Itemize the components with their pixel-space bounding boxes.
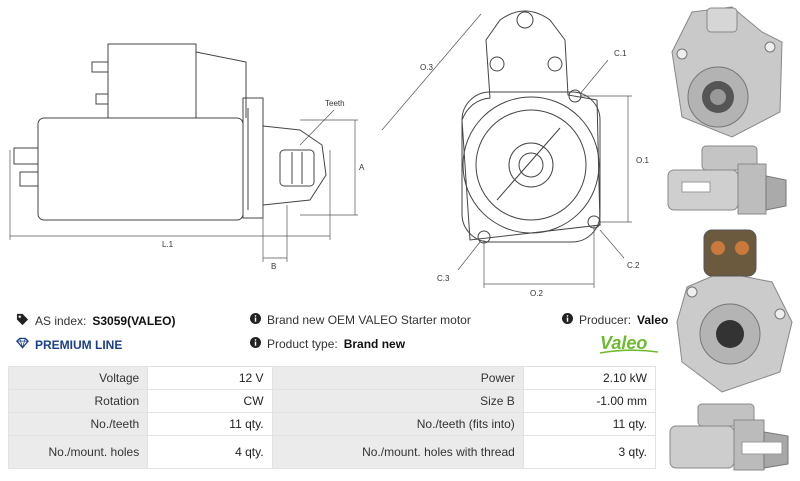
dim-c1-label: C.1 <box>614 49 627 58</box>
dim-b-label: B <box>271 262 276 271</box>
spec-value: 12 V <box>147 366 273 390</box>
product-photo-side <box>662 140 800 220</box>
spec-value: -1.00 mm <box>522 389 657 413</box>
premium-line-label: PREMIUM LINE <box>35 337 123 352</box>
dim-o3-label: O.3 <box>420 63 433 72</box>
spec-value: CW <box>147 389 273 413</box>
as-index-label: AS index: <box>35 314 87 328</box>
spec-label: Power <box>271 366 524 390</box>
info-icon <box>250 313 261 327</box>
product-photo-rear <box>662 222 800 397</box>
spec-value: 2.10 kW <box>522 366 657 390</box>
valeo-logo: Valeo <box>599 333 659 354</box>
side-view-starter <box>13 43 327 221</box>
table-row: No./mount. holes 4 qty. No./mount. holes… <box>7 435 657 469</box>
product-type-value: Brand new <box>343 337 406 351</box>
spec-label: Rotation <box>7 389 149 413</box>
spec-table: Voltage 12 V Power 2.10 kW Rotation CW S… <box>7 366 657 469</box>
spec-label: Voltage <box>7 366 149 390</box>
dim-l1-label: L.1 <box>162 240 174 249</box>
info-icon <box>250 337 261 351</box>
front-view-starter <box>461 10 601 244</box>
spec-label: No./teeth (fits into) <box>271 412 524 436</box>
producer-value: Valeo <box>637 313 669 327</box>
as-index-row: AS index: S3059(VALEO) <box>16 313 176 329</box>
dim-c2-label: C.2 <box>627 261 640 270</box>
spec-label: No./teeth <box>7 412 149 436</box>
svg-text:Valeo: Valeo <box>600 333 647 353</box>
table-row: Voltage 12 V Power 2.10 kW <box>7 366 657 390</box>
spec-label: No./mount. holes <box>7 435 149 469</box>
spec-value: 11 qty. <box>522 412 657 436</box>
as-index-value: S3059(VALEO) <box>92 314 176 328</box>
product-type-label: Product type: <box>267 337 338 351</box>
product-photo-side-2 <box>662 398 800 478</box>
dim-a-label: A <box>359 163 365 172</box>
spec-value: 4 qty. <box>147 435 273 469</box>
tag-icon <box>16 313 29 329</box>
diamond-icon <box>16 337 29 352</box>
table-row: Rotation CW Size B -1.00 mm <box>7 389 657 413</box>
premium-line-row[interactable]: PREMIUM LINE <box>16 337 122 352</box>
spec-label: No./mount. holes with thread <box>271 435 524 469</box>
technical-drawing: Teeth A L.1 B O.3 C.1 O.1 C.2 C.3 O.2 <box>9 10 649 298</box>
product-photo-front <box>662 2 800 142</box>
description-row: Brand new OEM VALEO Starter motor <box>250 313 471 327</box>
spec-label: Size B <box>271 389 524 413</box>
spec-value: 11 qty. <box>147 412 273 436</box>
dim-o2-label: O.2 <box>530 289 543 298</box>
dim-o1-label: O.1 <box>636 156 649 165</box>
teeth-label: Teeth <box>325 99 345 108</box>
product-type-row: Product type: Brand new <box>250 337 405 351</box>
dim-c3-label: C.3 <box>437 274 450 283</box>
table-row: No./teeth 11 qty. No./teeth (fits into) … <box>7 412 657 436</box>
producer-label: Producer: <box>579 313 632 327</box>
product-description: Brand new OEM VALEO Starter motor <box>267 313 471 327</box>
producer-row: Producer: Valeo <box>562 313 668 327</box>
info-icon <box>562 313 573 327</box>
spec-value: 3 qty. <box>522 435 657 469</box>
